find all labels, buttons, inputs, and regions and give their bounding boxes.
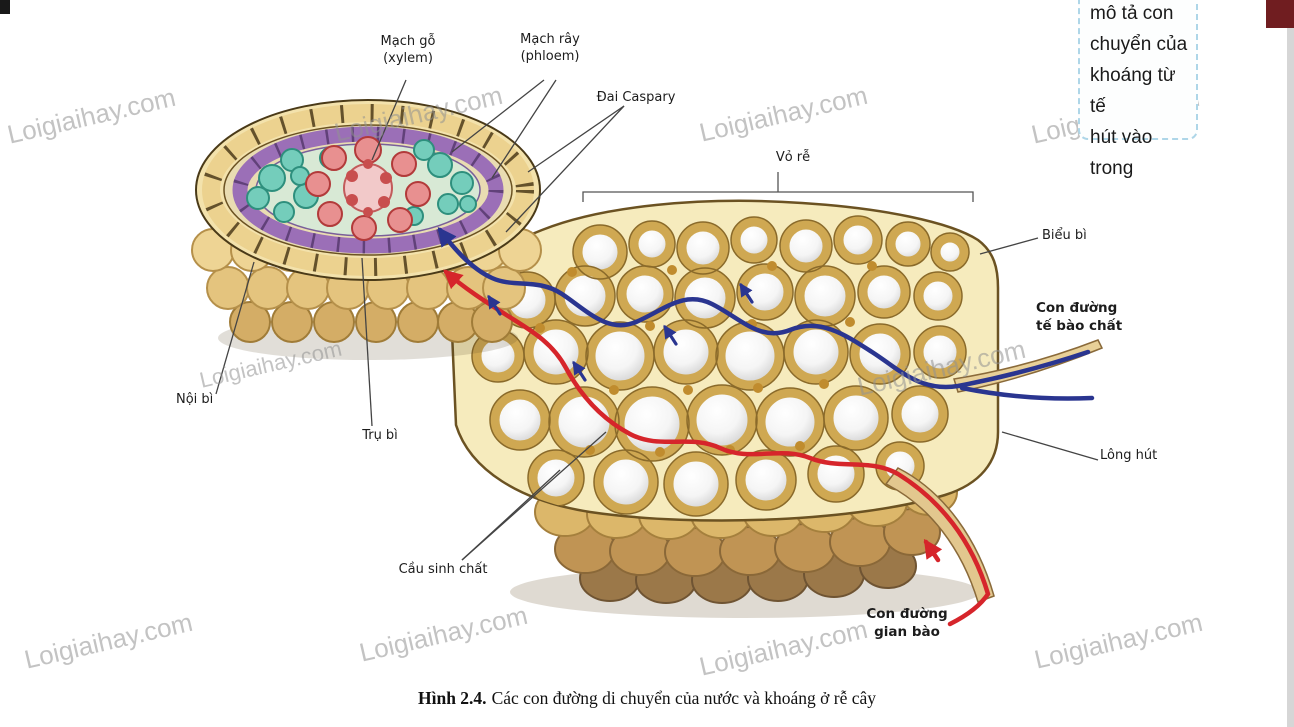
corner-black-mark (0, 0, 10, 14)
xylem-cells (305, 136, 431, 241)
figure-caption-text: Các con đường di chuyển của nước và khoá… (491, 688, 877, 708)
cortex-block (450, 199, 1000, 618)
apoplast-path-line (443, 269, 991, 627)
corner-red-square (1266, 0, 1294, 28)
note-box: mô tả con chuyển của khoáng từ tế hút và… (1078, 0, 1198, 179)
page-edge-strip (1287, 0, 1294, 727)
note-line: hút vào trong (1090, 127, 1153, 179)
note-line: chuyển của (1090, 34, 1188, 55)
cortex-bracket (582, 172, 974, 202)
figure-number: Hình 2.4. (417, 688, 487, 708)
figure-caption: Hình 2.4.Các con đường di chuyển của nướ… (0, 688, 1294, 709)
symplast-path-line (437, 226, 1095, 401)
note-line: mô tả con (1090, 3, 1174, 24)
leader-lines (215, 79, 1099, 561)
note-line: khoáng từ tế (1090, 65, 1176, 117)
